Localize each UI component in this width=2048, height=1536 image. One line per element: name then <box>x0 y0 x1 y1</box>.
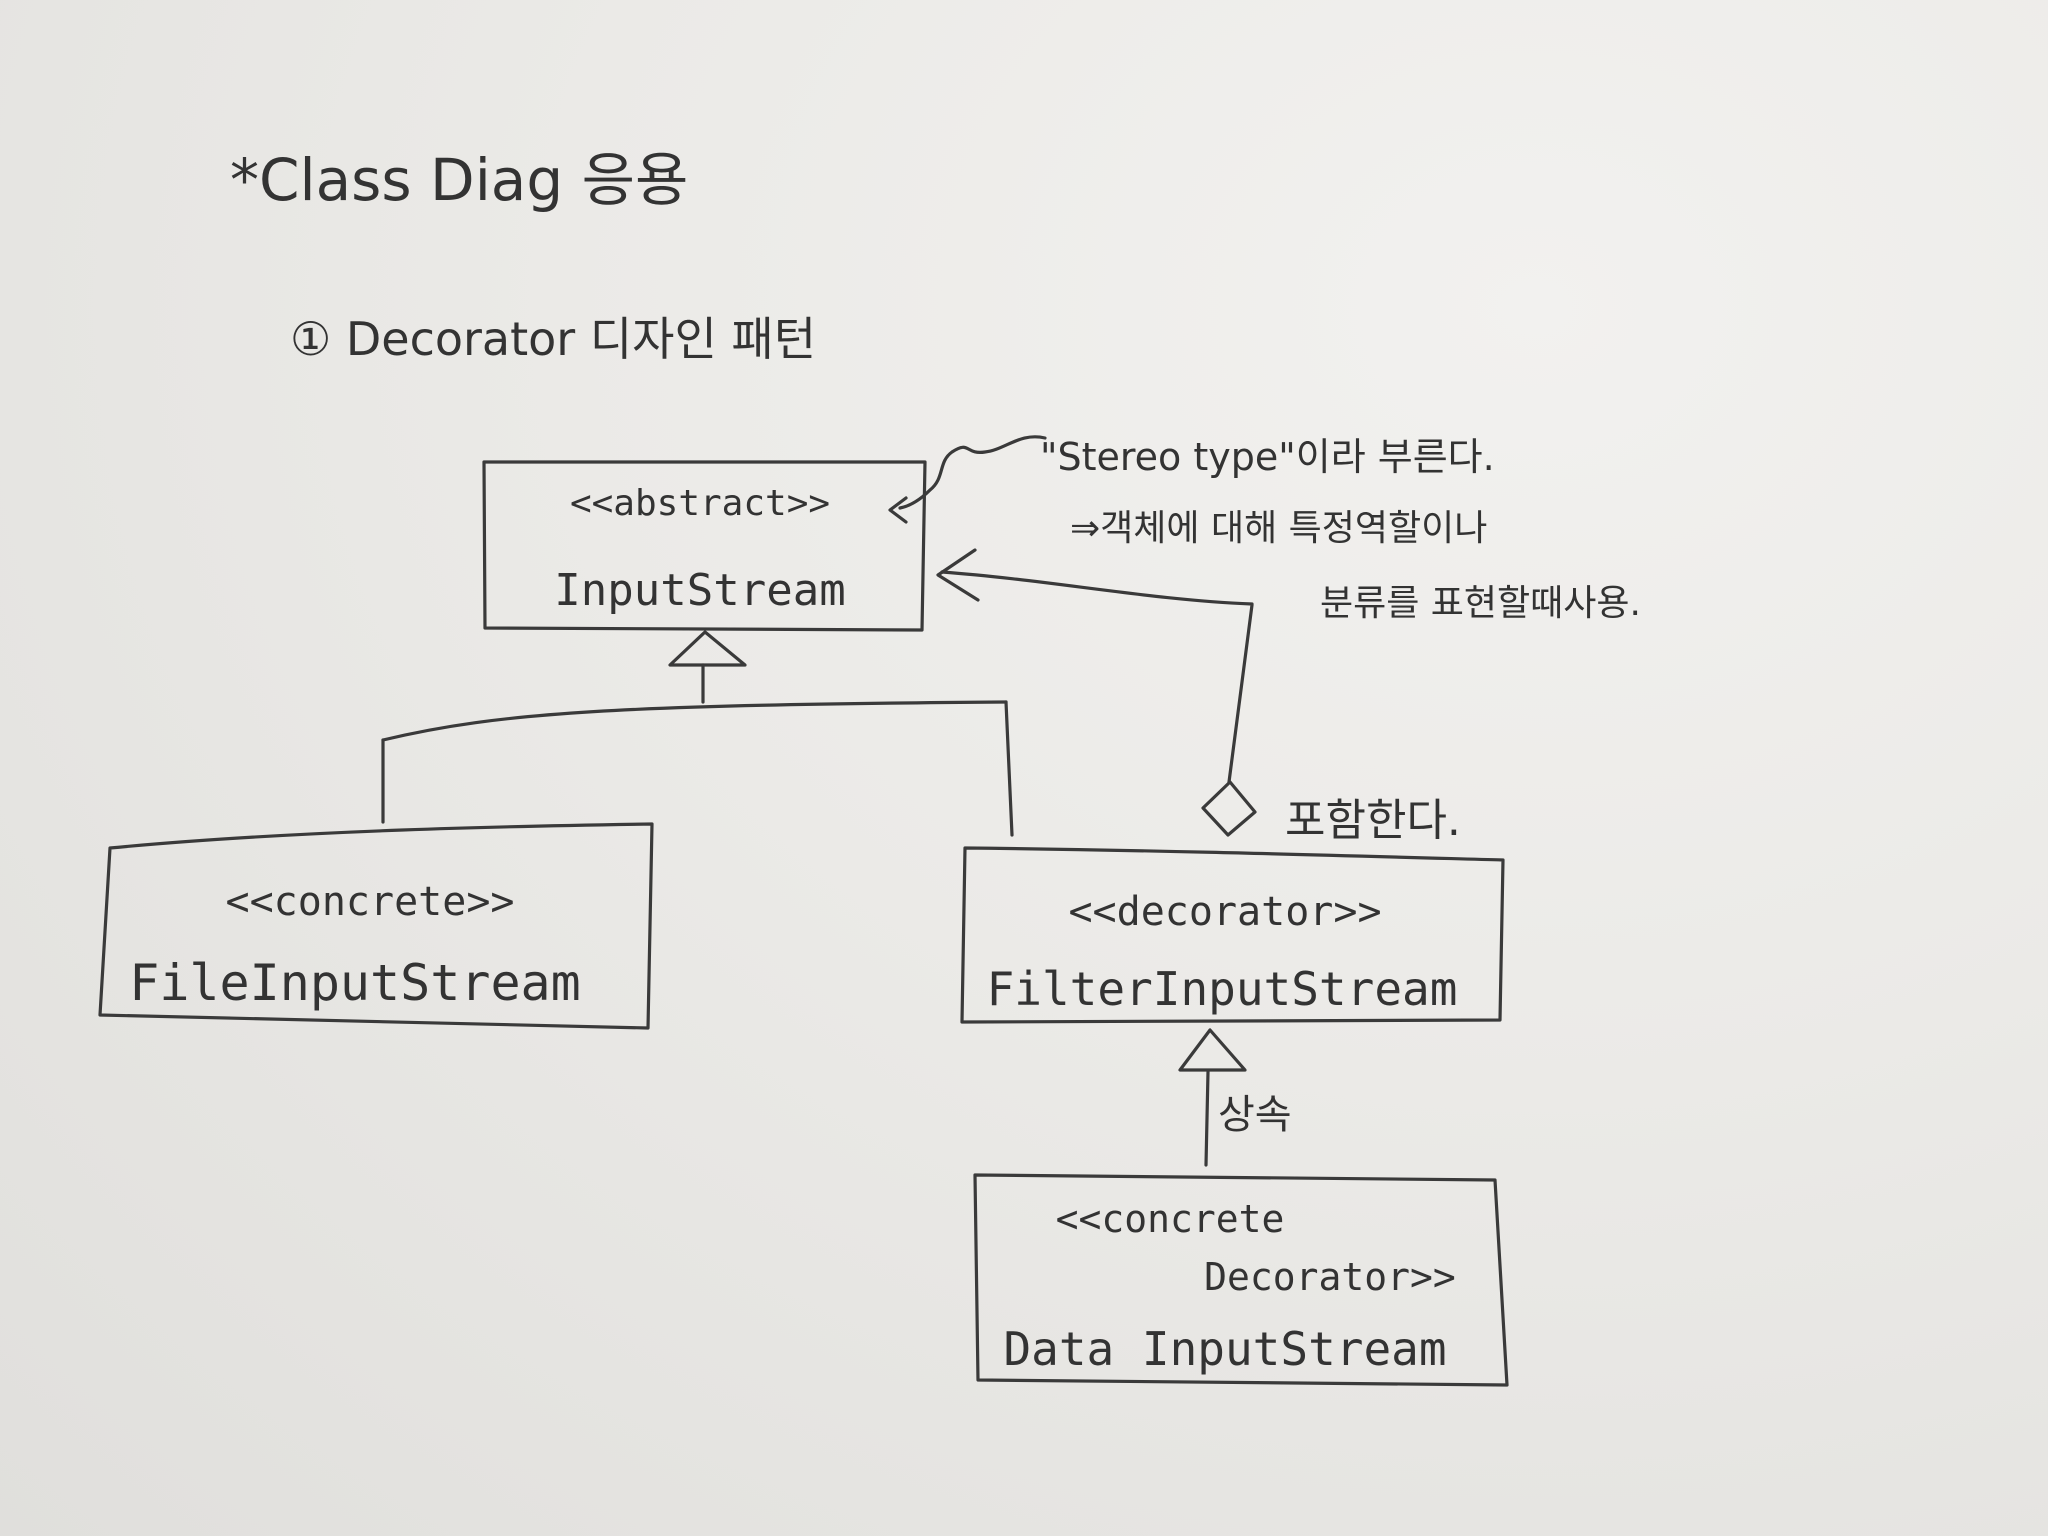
note-pointer-squiggle <box>898 435 1047 510</box>
inheritance-label: 상속 <box>1218 1092 1292 1138</box>
note-line-2: ⇒객체에 대해 특정역할이나 <box>1070 508 1487 549</box>
stereotype-concrete-decorator-line1: <<concrete <box>1056 1197 1285 1241</box>
class-name-file-input-stream: FileInputStream <box>129 954 581 1012</box>
class-name-filter-input-stream: FilterInputStream <box>987 962 1458 1016</box>
class-name-data-input-stream: Data InputStream <box>1003 1322 1446 1376</box>
class-box-data-input-stream: <<concrete Decorator>> Data InputStream <box>973 1173 1509 1387</box>
class-box-filter-input-stream: <<decorator>> FilterInputStream <box>960 846 1505 1024</box>
class-name-input-stream: InputStream <box>554 565 845 616</box>
diagram-subheading: ① Decorator 디자인 패턴 <box>290 312 816 366</box>
inheritance-triangle-filter <box>1178 1028 1247 1072</box>
diagram-heading: *Class Diag 응용 <box>230 146 688 214</box>
stereotype-concrete-decorator-line2: Decorator>> <box>1204 1255 1456 1299</box>
composition-line <box>940 570 1254 784</box>
note-pointer-arrowhead <box>888 496 908 524</box>
stereotype-decorator: <<decorator>> <box>1068 889 1381 935</box>
stereotype-concrete: <<concrete>> <box>226 879 515 925</box>
class-box-input-stream: <<abstract>> InputStream <box>482 460 927 632</box>
composition-label: 포함한다. <box>1285 795 1461 846</box>
inheritance-bus <box>381 700 1008 742</box>
inheritance-triangle-input-stream <box>668 630 747 667</box>
stereotype-abstract: <<abstract>> <box>570 483 830 524</box>
composition-diamond <box>1201 780 1257 837</box>
note-line-3: 분류를 표현할때사용. <box>1320 583 1641 624</box>
inheritance-line-data <box>1204 1070 1210 1167</box>
composition-arrowhead <box>936 548 980 602</box>
class-box-file-input-stream: <<concrete>> FileInputStream <box>98 822 654 1030</box>
inheritance-branch-filter <box>1004 700 1014 837</box>
note-line-1: "Stereo type"이라 부른다. <box>1040 435 1495 479</box>
